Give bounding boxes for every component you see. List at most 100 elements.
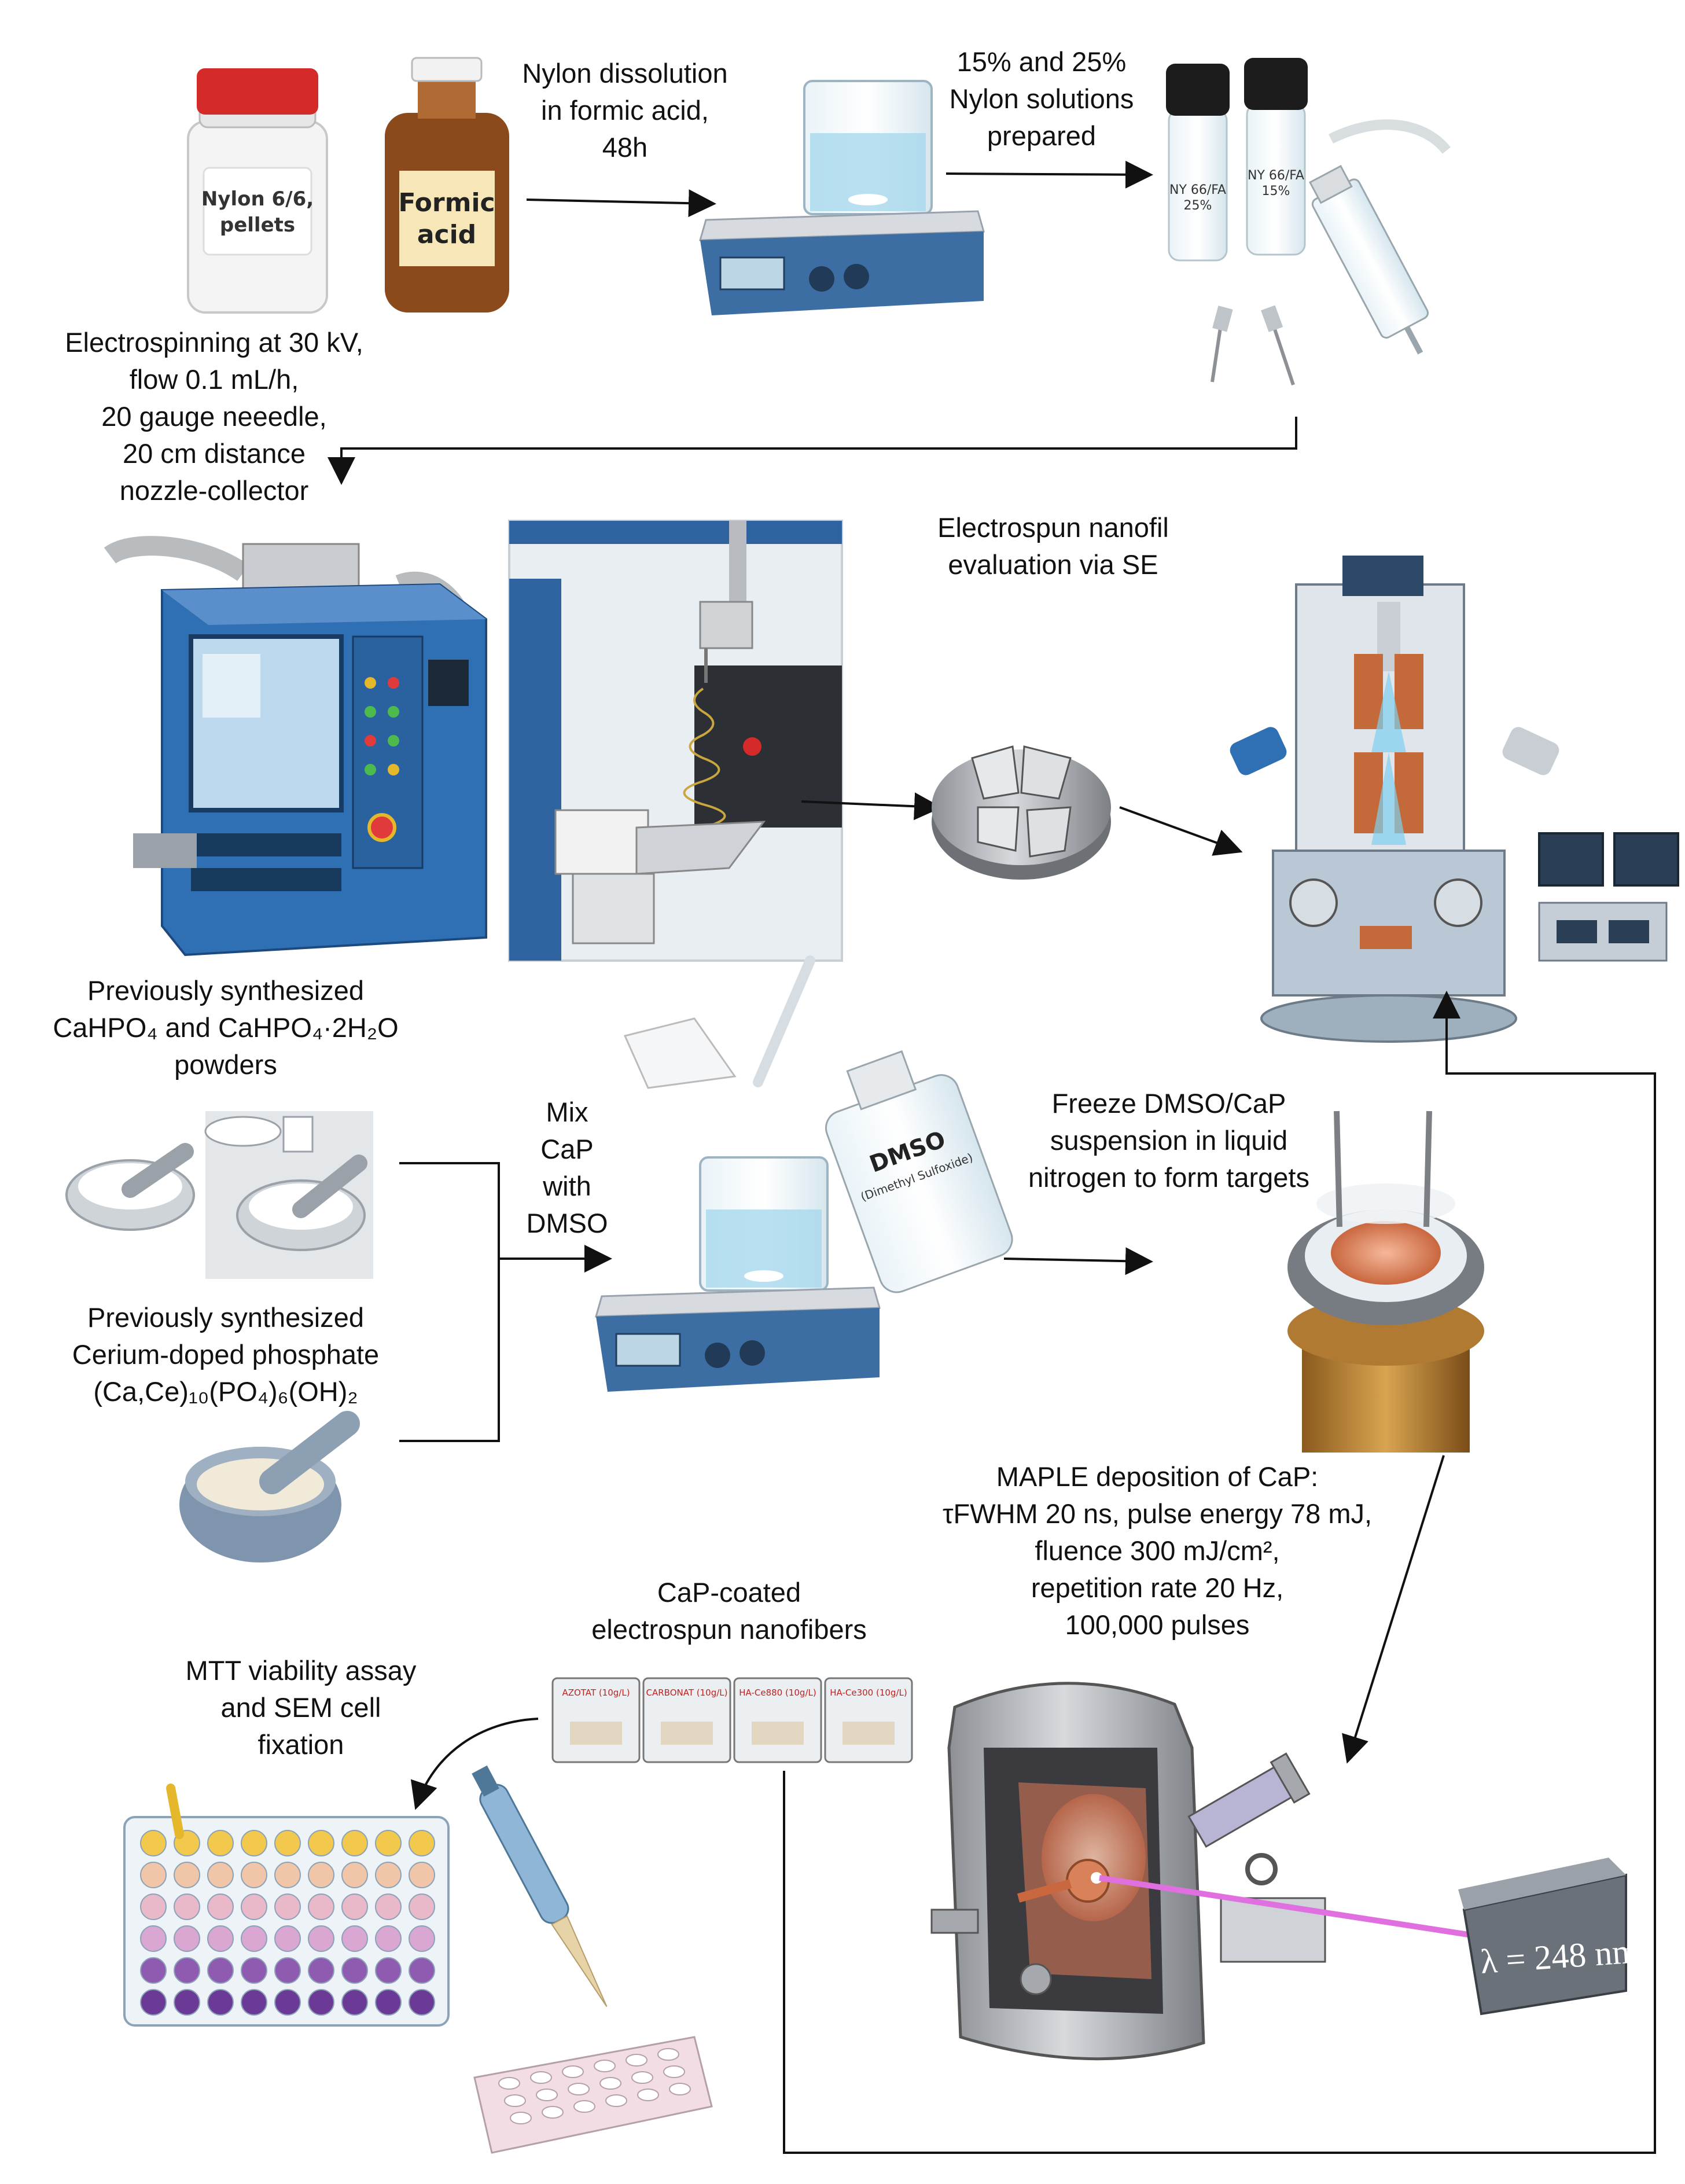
rack-well [657,2048,679,2061]
rack-well [669,2083,691,2095]
nylon-bottle: Nylon 6/6, pellets [187,68,328,314]
rack-well [599,2077,621,2090]
well [241,1989,267,2016]
well [308,1925,334,1952]
well [140,1862,167,1888]
well [409,1989,435,2016]
well [207,1925,234,1952]
bracket-powders [399,1162,500,1442]
well [274,1989,301,2016]
vial1-label-line2: 25% [1184,198,1212,213]
well [308,1893,334,1920]
caption-mix: Mix CaP with DMSO [526,1097,608,1238]
well [274,1893,301,1920]
arrow-stub-to-microscope [1119,806,1243,856]
sample-label-1: AZOTAT (10g/L) [562,1687,630,1698]
sample-label-2: CARBONAT (10g/L) [646,1687,728,1698]
rack-well [530,2071,552,2084]
magnetic-stirrer-1 [698,80,985,315]
sem-stub [932,745,1111,880]
well [375,1925,402,1952]
well [375,1893,402,1920]
mortar-pair [65,1111,373,1279]
well [409,1957,435,1984]
well [140,1830,167,1856]
arrow-stirrer-to-freeze [1003,1247,1153,1275]
well [409,1862,435,1888]
sample-label-4: HA-Ce300 (10g/L) [830,1687,907,1698]
well [207,1830,234,1856]
well [140,1989,167,2016]
nylon-bottle-label-line2: pellets [220,214,295,237]
well [174,1893,200,1920]
well [341,1989,368,2016]
well [274,1925,301,1952]
mortar-cerium [179,1411,360,1562]
well [409,1925,435,1952]
caption-coated: CaP-coated electrospun nanofibers [591,1577,867,1645]
well [375,1989,402,2016]
well [308,1989,334,2016]
well [274,1830,301,1856]
rack-well [510,2112,532,2124]
rack-well [498,2077,520,2090]
arrow-bottles-to-stirrer [526,189,716,218]
magnetic-stirrer-2 [594,1156,881,1392]
formic-label-line2: acid [417,220,476,249]
well [308,1830,334,1856]
formic-label-line1: Formic [398,188,495,218]
well [409,1830,435,1856]
caption-solutions: 15% and 25% Nylon solutions prepared [949,46,1134,151]
rack-well [573,2100,595,2113]
rack-well [542,2106,564,2119]
dmso-bottle: DMSO (Dimethyl Sulfoxide) [623,955,1013,1293]
caption-mtt: MTT viability assay and SEM cell fixatio… [185,1655,417,1760]
well [241,1957,267,1984]
well [241,1862,267,1888]
well [375,1830,402,1856]
well [174,1957,200,1984]
rack-well [504,2094,526,2107]
rack-well [536,2089,558,2101]
well [375,1862,402,1888]
rack-well [631,2071,653,2084]
well [140,1925,167,1952]
vial1-label-line1: NY 66/FA [1169,183,1226,197]
pipette-and-rack [472,1765,713,2154]
well [341,1830,368,1856]
well [140,1893,167,1920]
well [174,1925,200,1952]
well [207,1893,234,1920]
well [375,1957,402,1984]
rack-well [663,2065,685,2078]
well [207,1957,234,1984]
caption-electrospinning: Electrospinning at 30 kV, flow 0.1 mL/h,… [65,327,363,506]
electron-microscope [1230,556,1679,1043]
caption-sem-evaluation: Electrospun nanofil evaluation via SE [937,512,1169,580]
sample-label-3: HA-Ce880 (10g/L) [739,1687,816,1698]
vial2-label-line1: NY 66/FA [1248,168,1304,183]
well [308,1862,334,1888]
caption-cerium: Previously synthesized Cerium-doped phos… [72,1302,380,1407]
rack-well [594,2060,616,2072]
arrow-closeup-to-stub [801,792,942,821]
well [341,1893,368,1920]
electrospinning-machine [104,536,487,957]
electrospinning-closeup [508,520,843,962]
caption-cap-powders: Previously synthesized CaHPO₄ and CaHPO₄… [53,975,399,1080]
rack-well [562,2065,584,2078]
well [274,1957,301,1984]
vial2-label-line2: 15% [1262,184,1290,198]
arrow-samples-to-plate [410,1718,539,1810]
well [409,1893,435,1920]
well [308,1957,334,1984]
connector-vials-to-electrospinning [328,417,1297,485]
well [140,1957,167,1984]
rack-well [568,2083,590,2095]
maple-chamber: λ = 248 nm [930,1682,1640,2061]
rack-well [605,2094,627,2107]
well [341,1957,368,1984]
caption-maple: MAPLE deposition of CaP: τFWHM 20 ns, pu… [942,1461,1373,1640]
